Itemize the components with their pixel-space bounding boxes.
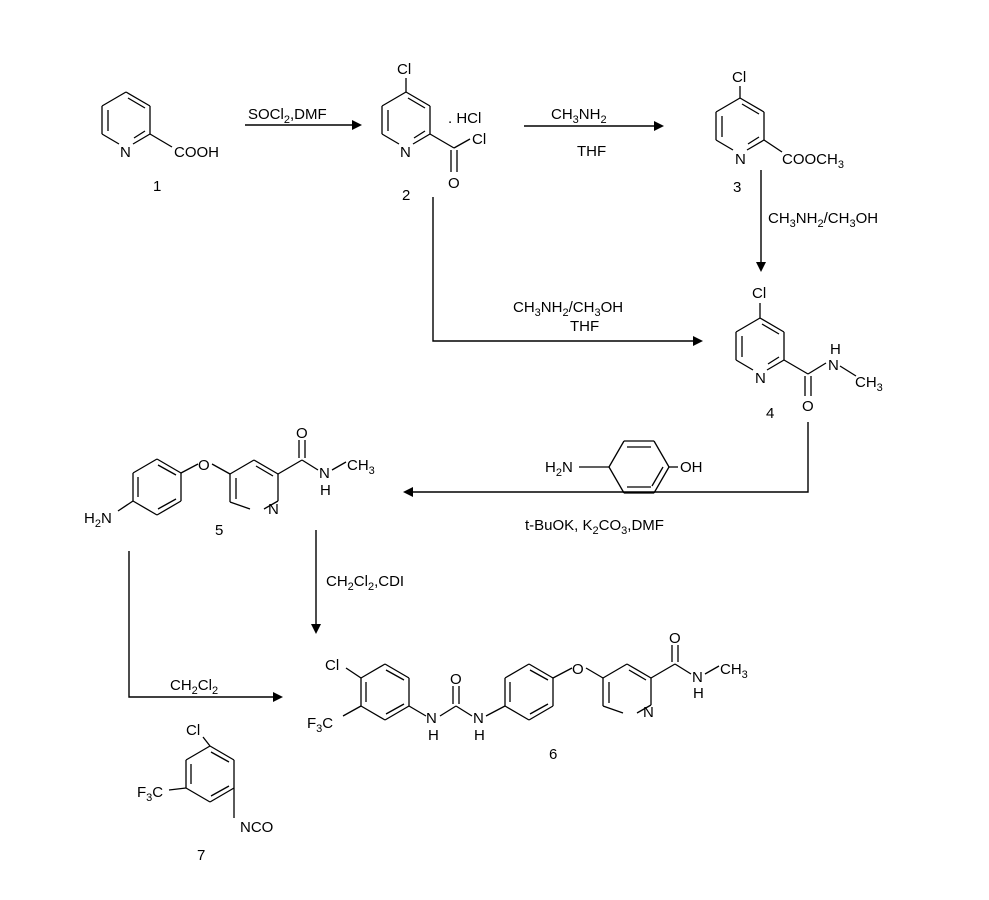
compound-1: N COOH 1 — [101, 91, 219, 195]
reaction-arrow-4-5: H2N OH t-BuOK, K2CO3,DMF — [403, 422, 809, 537]
aminophenol-oh: OH — [680, 459, 703, 476]
pyridine-ring — [715, 86, 783, 153]
atom-n: N — [643, 704, 654, 721]
atom-n: N — [400, 144, 411, 161]
reaction-conditions: SOCl2,DMF — [248, 106, 327, 126]
urea-nh2-n: N — [473, 710, 484, 727]
nh-n: N — [319, 465, 330, 482]
compound-number: 1 — [153, 178, 161, 195]
atom-cl: Cl — [186, 722, 200, 739]
atom-o: O — [802, 398, 814, 415]
atom-cl: Cl — [732, 69, 746, 86]
compound-7-bonds — [168, 736, 235, 818]
reaction-arrow-2-4: CH3NH2/CH3OH THF — [432, 197, 703, 346]
compound-4: Cl N H N CH3 O 4 — [735, 285, 883, 422]
atom-n: N — [268, 501, 279, 518]
atom-cl: Cl — [752, 285, 766, 302]
cooh-group: COOH — [174, 144, 219, 161]
atom-cl: Cl — [397, 61, 411, 78]
compound-7: Cl F3C NCO 7 — [137, 722, 273, 864]
atom-n: N — [755, 370, 766, 387]
reagent-ch3nh2-ch3oh: CH3NH2/CH3OH — [513, 299, 623, 319]
reaction-arrow-3-4: CH3NH2/CH3OH — [756, 170, 878, 272]
aminophenol-ring — [579, 440, 678, 494]
reaction-conditions: CH2Cl2,CDI — [326, 573, 404, 593]
urea-nh2-h: H — [474, 727, 485, 744]
nh-h: H — [693, 685, 704, 702]
ether-o: O — [198, 457, 210, 474]
amide-o: O — [296, 425, 308, 442]
compound-number: 4 — [766, 405, 774, 422]
reaction-arrow-2-3: CH3NH2 THF — [524, 106, 664, 160]
atom-n: N — [120, 144, 131, 161]
isocyanate-group: NCO — [240, 819, 273, 836]
compound-number: 6 — [549, 746, 557, 763]
pyridine-ring — [735, 303, 857, 396]
amide-o: O — [669, 630, 681, 647]
solvent-thf: THF — [570, 318, 599, 335]
nh-n: N — [692, 669, 703, 686]
pyridine-ring — [101, 91, 173, 148]
hcl-salt: . HCl — [448, 110, 481, 127]
urea-nh1-n: N — [426, 710, 437, 727]
methyl-group: CH3 — [347, 457, 375, 477]
compound-5-bonds — [117, 440, 347, 516]
compound-3: Cl N COOCH3 3 — [715, 69, 844, 196]
aminophenol-h2n: H2N — [545, 459, 573, 479]
reaction-conditions: t-BuOK, K2CO3,DMF — [525, 517, 664, 537]
atom-cl: Cl — [325, 657, 339, 674]
atom-o: O — [448, 175, 460, 192]
methyl-group: CH3 — [720, 661, 748, 681]
trifluoromethyl-group: F3C — [307, 715, 333, 735]
compound-number: 5 — [215, 522, 223, 539]
compound-number: 3 — [733, 179, 741, 196]
nh-n: N — [828, 357, 839, 374]
ester-group: COOCH3 — [782, 151, 844, 171]
methyl-group: CH3 — [855, 374, 883, 394]
reagent-ch3nh2: CH3NH2 — [551, 106, 607, 126]
pyridine-ring — [381, 78, 471, 172]
atom-n: N — [735, 151, 746, 168]
compound-6: Cl F3C N H O N H O N O N H CH3 6 — [307, 630, 748, 763]
compound-2: Cl N Cl O . HCl 2 — [381, 61, 486, 204]
compound-5: O N O N H CH3 H2N 5 — [84, 425, 375, 539]
trifluoromethyl-group: F3C — [137, 784, 163, 804]
nh-h: H — [830, 341, 841, 358]
urea-o: O — [450, 671, 462, 688]
reaction-arrow-1-2: SOCl2,DMF — [245, 106, 362, 130]
amino-group: H2N — [84, 510, 112, 530]
compound-6-bonds — [342, 645, 720, 721]
atom-cl-acyl: Cl — [472, 131, 486, 148]
reaction-arrow-5-6-isocyanate: CH2Cl2 — [128, 551, 283, 702]
reaction-conditions: CH3NH2/CH3OH — [768, 210, 878, 230]
reaction-conditions: CH2Cl2 — [170, 677, 218, 697]
reaction-arrow-5-6-cdi: CH2Cl2,CDI — [311, 530, 404, 634]
compound-number: 2 — [402, 187, 410, 204]
urea-nh1-h: H — [428, 727, 439, 744]
nh-h: H — [320, 482, 331, 499]
compound-number: 7 — [197, 847, 205, 864]
solvent-thf: THF — [577, 143, 606, 160]
ether-o: O — [572, 661, 584, 678]
